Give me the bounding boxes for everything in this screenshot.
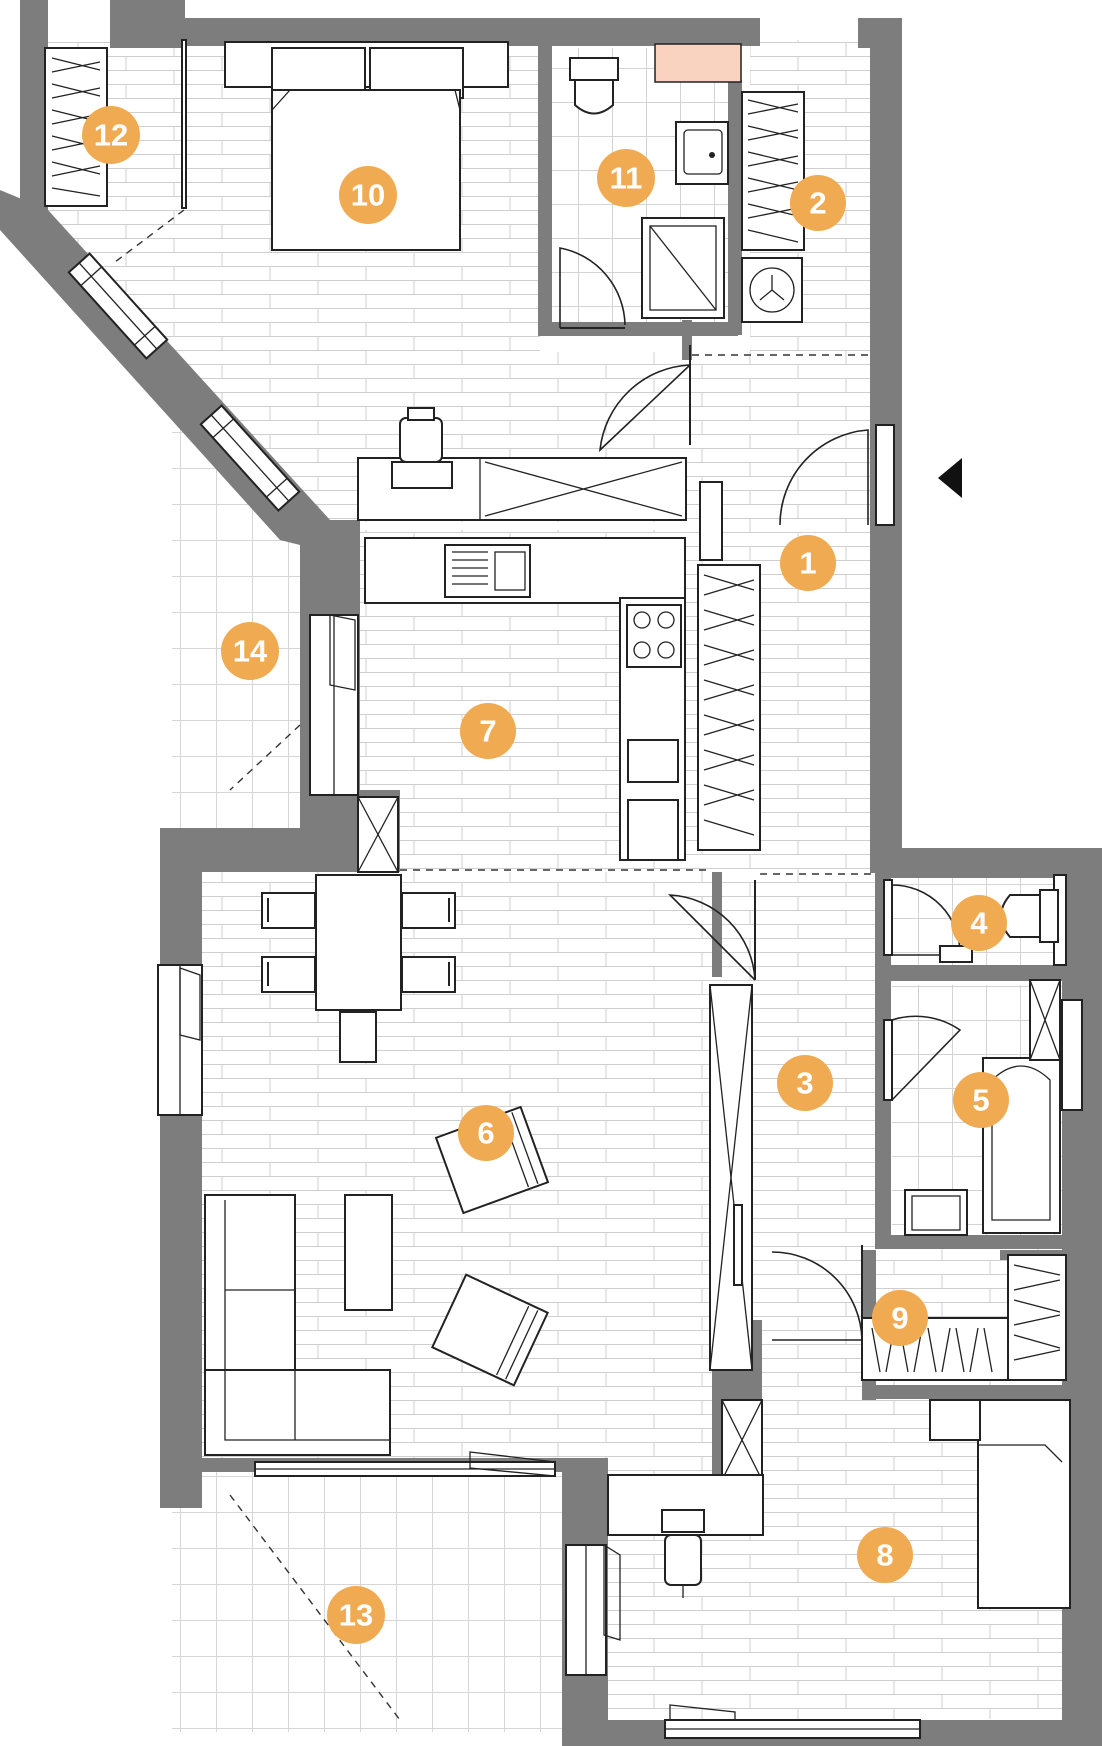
room-badge-13: 13 — [327, 1586, 385, 1644]
wc-4-fixtures — [939, 889, 1059, 963]
highlight-block — [654, 43, 742, 83]
room-label: 8 — [876, 1538, 893, 1573]
kitchen-fixtures — [357, 407, 723, 861]
room-badge-11: 11 — [597, 149, 655, 207]
sink-icon — [939, 945, 973, 963]
window-living-left — [157, 964, 203, 1116]
window-diagonal-bottom — [199, 404, 301, 512]
dining-table — [261, 874, 456, 1063]
sink-icon — [904, 1189, 968, 1236]
room-badge-7: 7 — [460, 703, 516, 759]
wardrobe-hall-1 — [697, 564, 761, 851]
room-badge-8: 8 — [857, 1527, 913, 1583]
window-kitchen-left — [309, 614, 359, 796]
wardrobe-living-tall — [709, 984, 753, 1371]
window-diagonal-top — [67, 252, 169, 360]
entrance-door — [779, 424, 895, 526]
room-badge-4: 4 — [951, 895, 1007, 951]
window-living-bottom — [254, 1451, 556, 1477]
toilet-icon — [569, 57, 619, 115]
storage-cabinet-kitchen — [357, 796, 399, 873]
sink-icon — [675, 121, 729, 185]
room-label: 3 — [796, 1066, 813, 1101]
bathroom-11-fixtures — [569, 43, 803, 323]
room-label: 14 — [233, 634, 268, 669]
door-bathroom-11 — [559, 247, 626, 329]
windows — [67, 39, 1083, 1739]
room-label: 2 — [809, 186, 826, 221]
room-label: 12 — [94, 118, 128, 153]
bed-single — [929, 1399, 1071, 1609]
room-label: 10 — [351, 178, 385, 213]
wardrobes — [44, 47, 1067, 1481]
room-badge-14: 14 — [221, 622, 279, 680]
room-badge-10: 10 — [339, 166, 397, 224]
room-label: 4 — [970, 906, 988, 941]
stove-icon — [626, 604, 682, 668]
armchair — [430, 1273, 550, 1387]
room-label: 7 — [479, 714, 496, 749]
room-badge-1: 1 — [780, 535, 836, 591]
room-badge-2: 2 — [790, 175, 846, 231]
room-badge-5: 5 — [953, 1072, 1009, 1128]
room-label: 1 — [799, 546, 816, 581]
room-badge-12: 12 — [82, 106, 140, 164]
room-badge-3: 3 — [777, 1055, 833, 1111]
room-badge-6: 6 — [458, 1105, 514, 1161]
room-label: 5 — [972, 1083, 989, 1118]
room-label: 13 — [339, 1598, 373, 1633]
sofa — [204, 1194, 391, 1456]
desk-chair — [661, 1509, 705, 1598]
window-bedroom-left — [181, 39, 187, 209]
room-8-furniture — [607, 1399, 1071, 1609]
coat-rack — [699, 481, 723, 561]
storage-cabinet-room8 — [721, 1399, 763, 1481]
door-living-3 — [667, 880, 756, 981]
toilet-icon — [1000, 889, 1059, 943]
shower-icon — [641, 217, 725, 319]
window-right-room5 — [1061, 999, 1083, 1111]
window-room8-left — [565, 1543, 621, 1676]
room-label: 11 — [610, 161, 643, 196]
washing-machine-icon — [741, 257, 803, 323]
dashed-boundaries — [114, 209, 875, 1721]
sink-icon — [444, 544, 531, 598]
wardrobe-2 — [741, 91, 805, 251]
room-label: 9 — [891, 1301, 908, 1336]
coffee-table — [344, 1194, 393, 1311]
room-label: 6 — [477, 1116, 494, 1151]
door-hall-kitchen — [598, 345, 691, 453]
stove-icon — [391, 407, 453, 489]
room-badge-9: 9 — [872, 1290, 928, 1346]
entrance-arrow-icon — [938, 458, 962, 498]
door-bath-5 — [883, 1015, 962, 1101]
window-room8-bottom — [664, 1704, 921, 1739]
